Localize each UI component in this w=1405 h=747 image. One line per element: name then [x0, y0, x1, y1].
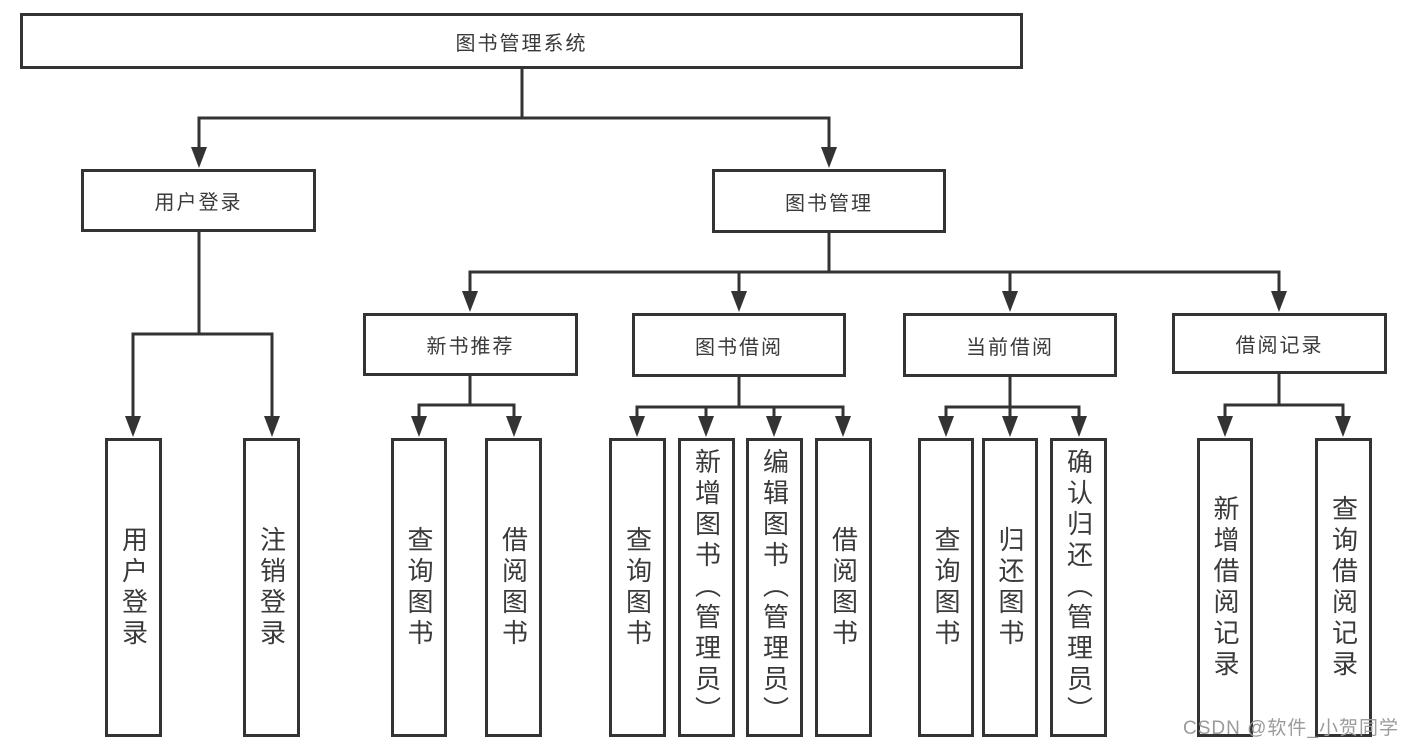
node-borrow-borrow-books: 借阅图书 [815, 438, 872, 737]
arrowhead-icon [1071, 416, 1087, 437]
node-borrow-query-books: 查询图书 [609, 438, 666, 737]
arrowhead-icon [125, 416, 141, 437]
node-label-borrow-edit-books-admin: 编辑图书（管理员） [759, 448, 790, 727]
node-borrowing-records: 借阅记录 [1172, 313, 1387, 374]
node-current-return-books: 归还图书 [982, 438, 1038, 737]
node-label-recommend-query-books: 查询图书 [404, 525, 434, 650]
node-label-current-query-books: 查询图书 [931, 525, 961, 650]
node-recommend-query-books: 查询图书 [391, 438, 447, 737]
arrowhead-icon [821, 147, 837, 168]
node-label-current-borrowing: 当前借阅 [966, 336, 1054, 359]
node-label-user-login: 用户登录 [154, 192, 243, 214]
node-book-borrowing: 图书借阅 [632, 313, 846, 377]
node-root: 图书管理系统 [20, 13, 1023, 69]
node-label-recommend-borrow-books: 借阅图书 [498, 525, 529, 650]
node-label-root: 图书管理系统 [455, 32, 588, 55]
node-recommend-borrow-books: 借阅图书 [485, 438, 542, 737]
node-new-book-recommend: 新书推荐 [363, 313, 578, 376]
arrowhead-icon [1217, 416, 1233, 437]
node-book-management: 图书管理 [712, 169, 946, 233]
node-label-borrow-add-books-admin: 新增图书（管理员） [691, 448, 722, 727]
arrowhead-icon [938, 416, 954, 437]
arrowhead-icon [698, 416, 714, 437]
edge-current-to-leaves [944, 375, 1081, 422]
node-label-records-query-record: 查询借阅记录 [1328, 494, 1359, 681]
node-label-logout-action: 注销登录 [256, 525, 287, 650]
arrowhead-icon [462, 291, 478, 312]
arrowhead-icon [191, 147, 207, 168]
arrowhead-icon [835, 416, 851, 437]
arrowhead-icon [264, 416, 280, 437]
node-login-action: 用户登录 [105, 438, 162, 737]
arrowhead-icon [1002, 291, 1018, 312]
node-records-query-record: 查询借阅记录 [1315, 438, 1372, 737]
arrowhead-icon [1002, 416, 1018, 437]
node-borrow-edit-books-admin: 编辑图书（管理员） [746, 438, 803, 737]
node-label-records-add-record: 新增借阅记录 [1210, 494, 1240, 681]
node-label-current-confirm-return-admin: 确认归还（管理员） [1063, 448, 1094, 727]
arrowhead-icon [766, 416, 782, 437]
node-label-book-borrowing: 图书借阅 [695, 336, 783, 359]
edge-book-management-to-level3 [468, 231, 1281, 297]
edge-recommend-to-leaves [417, 374, 516, 422]
node-label-book-management: 图书管理 [785, 192, 873, 215]
node-user-login: 用户登录 [81, 169, 316, 232]
node-current-confirm-return-admin: 确认归还（管理员） [1050, 438, 1107, 737]
node-records-add-record: 新增借阅记录 [1197, 438, 1253, 737]
edge-records-to-leaves [1223, 372, 1345, 422]
node-label-new-book-recommend: 新书推荐 [426, 336, 515, 358]
node-label-current-return-books: 归还图书 [995, 525, 1025, 650]
node-logout-action: 注销登录 [243, 438, 300, 737]
node-borrow-add-books-admin: 新增图书（管理员） [678, 438, 735, 737]
arrowhead-icon [1335, 416, 1351, 437]
arrowhead-icon [731, 291, 747, 312]
arrowhead-icon [411, 416, 427, 437]
node-current-borrowing: 当前借阅 [903, 313, 1117, 377]
node-label-borrow-borrow-books: 借阅图书 [828, 525, 859, 650]
edge-root-to-level2 [197, 67, 831, 153]
edge-borrowing-to-leaves [635, 375, 845, 422]
watermark: CSDN @软件_小贺同学 [1183, 718, 1399, 739]
node-label-borrow-query-books: 查询图书 [622, 525, 653, 650]
arrowhead-icon [1271, 291, 1287, 312]
node-label-borrowing-records: 借阅记录 [1235, 335, 1324, 357]
node-current-query-books: 查询图书 [918, 438, 974, 737]
edge-user-login-to-actions [131, 230, 274, 422]
node-label-login-action: 用户登录 [118, 525, 149, 650]
arrowhead-icon [506, 416, 522, 437]
arrowhead-icon [629, 416, 645, 437]
